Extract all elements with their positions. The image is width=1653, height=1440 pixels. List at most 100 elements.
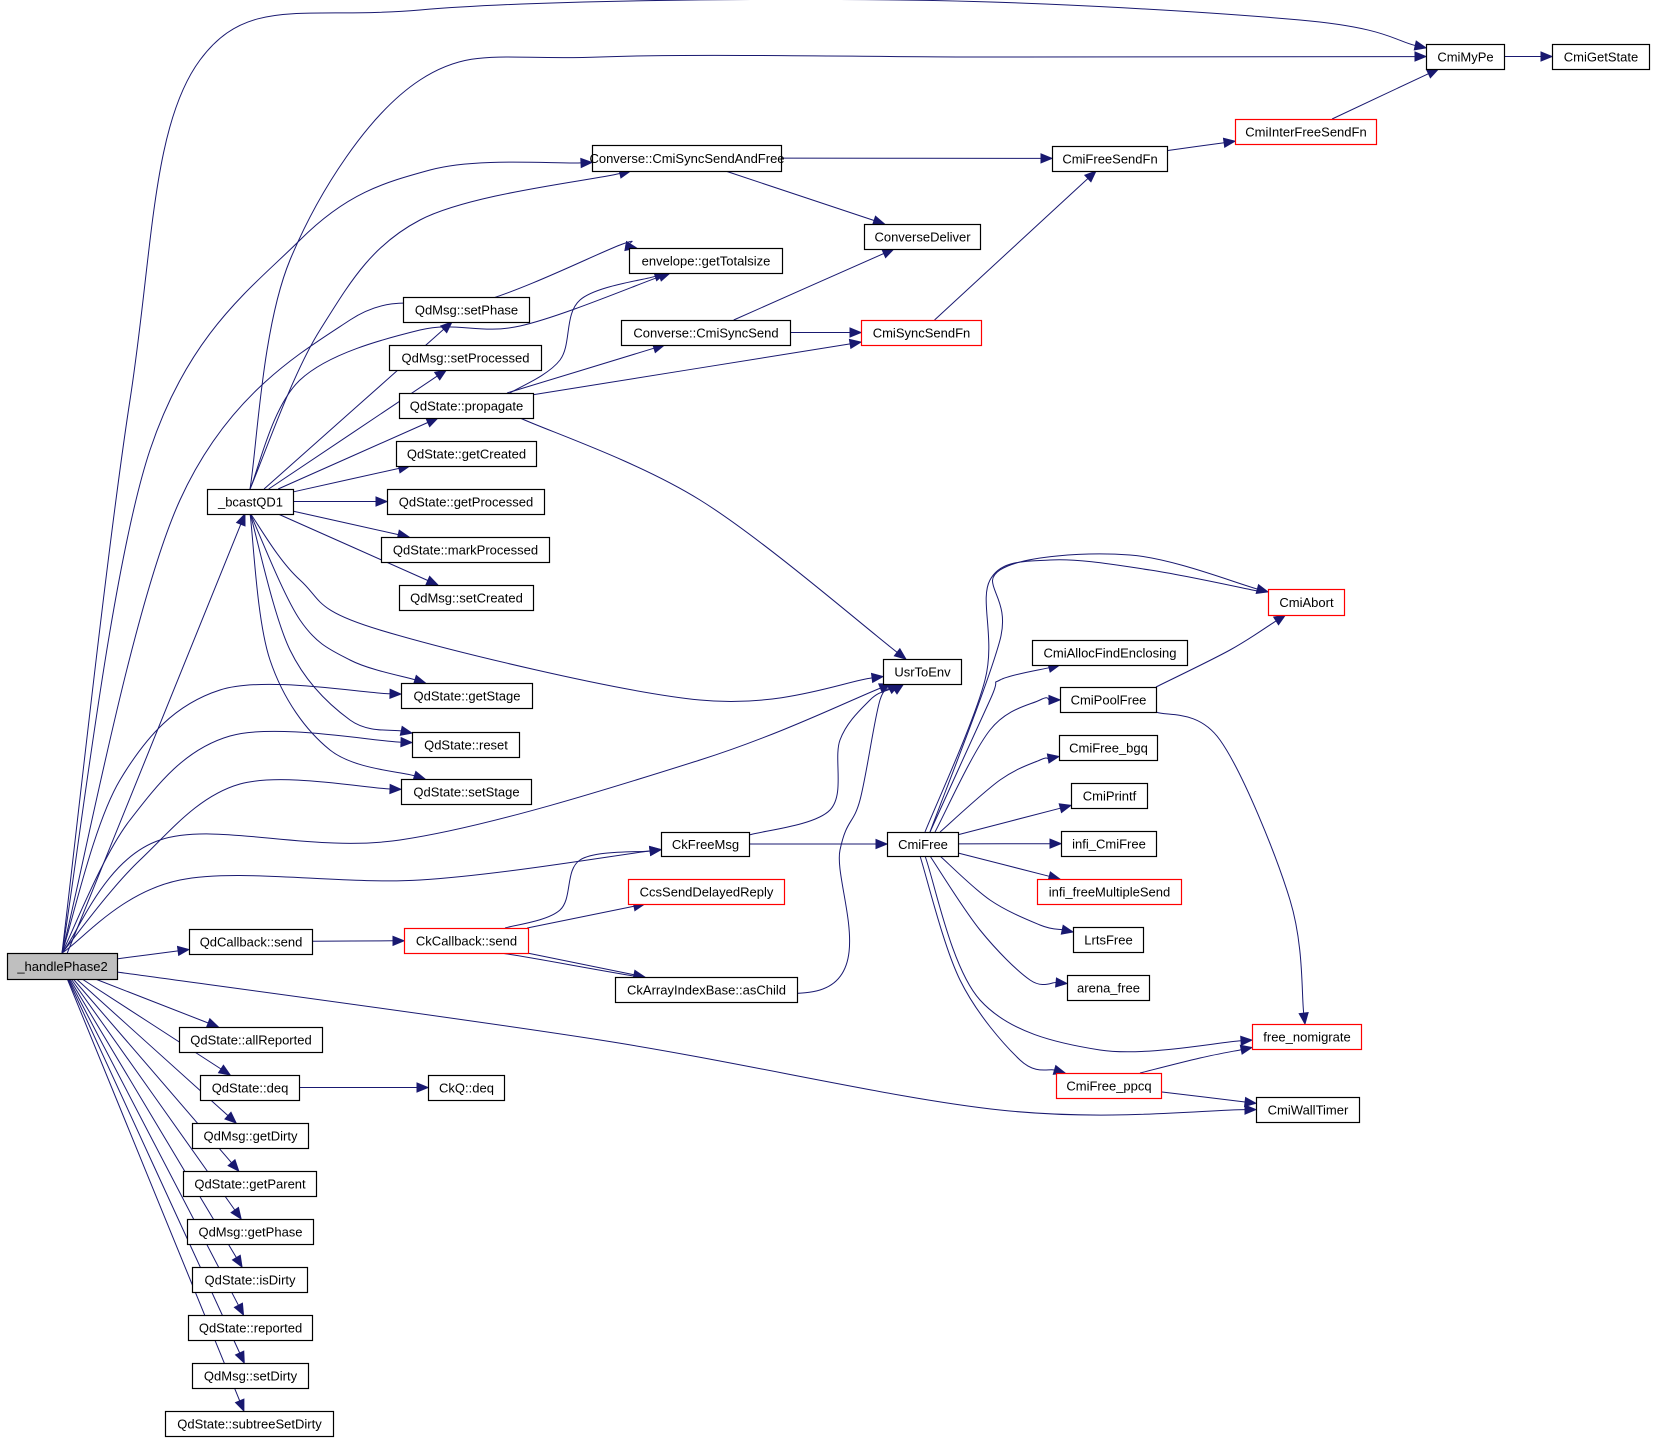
node-box[interactable] <box>402 296 531 324</box>
node-box[interactable] <box>1066 974 1151 1002</box>
node-box[interactable] <box>380 536 551 564</box>
node-box[interactable] <box>178 1026 324 1054</box>
node-box[interactable] <box>6 952 119 981</box>
node-box[interactable] <box>1055 1072 1163 1100</box>
node-box[interactable] <box>660 831 751 858</box>
node-CmiFreeSendFn[interactable]: CmiFreeSendFn <box>1051 145 1169 173</box>
node-QdStateAllReported[interactable]: QdState::allReported <box>178 1026 324 1054</box>
node-box[interactable] <box>164 1410 335 1438</box>
node-QdStateSubtreeSetDirty[interactable]: QdState::subtreeSetDirty <box>164 1410 335 1438</box>
node-CmiPrintf[interactable]: CmiPrintf <box>1070 782 1149 810</box>
node-box[interactable] <box>1551 43 1651 71</box>
node-CmiFreePpcq[interactable]: CmiFree_ppcq <box>1055 1072 1163 1100</box>
node-QdStateIsDirty[interactable]: QdState::isDirty <box>191 1266 309 1294</box>
node-box[interactable] <box>199 1074 301 1102</box>
node-box[interactable] <box>1070 782 1149 810</box>
node-QdStateDeq[interactable]: QdState::deq <box>199 1074 301 1102</box>
node-QdStateReported[interactable]: QdState::reported <box>187 1314 314 1342</box>
node-CkArrayIndexBaseAsChild[interactable]: CkArrayIndexBase::asChild <box>614 976 799 1004</box>
node-QdMsgSetPhase[interactable]: QdMsg::setPhase <box>402 296 531 324</box>
node-box[interactable] <box>886 831 960 858</box>
node-QdMsgGetDirty[interactable]: QdMsg::getDirty <box>191 1122 310 1150</box>
node-box[interactable] <box>863 223 982 251</box>
node-bcastQD1[interactable]: _bcastQD1 <box>206 488 295 516</box>
node-UsrToEnv[interactable]: UsrToEnv <box>882 658 963 686</box>
node-QdStateGetCreated[interactable]: QdState::getCreated <box>395 440 538 468</box>
node-box[interactable] <box>182 1170 318 1198</box>
node-box[interactable] <box>882 658 963 686</box>
node-CmiFreeBgq[interactable]: CmiFree_bgq <box>1058 734 1159 762</box>
node-box[interactable] <box>1058 734 1159 762</box>
node-QdStateGetStage[interactable]: QdState::getStage <box>400 682 534 710</box>
node-QdMsgSetProcessed[interactable]: QdMsg::setProcessed <box>388 344 543 372</box>
node-CmiWallTimer[interactable]: CmiWallTimer <box>1255 1096 1361 1124</box>
node-box[interactable] <box>191 1362 310 1390</box>
node-ConverseDeliver[interactable]: ConverseDeliver <box>863 223 982 251</box>
node-QdStateMarkProcessed[interactable]: QdState::markProcessed <box>380 536 551 564</box>
node-CmiAbort[interactable]: CmiAbort <box>1267 588 1346 617</box>
node-box[interactable] <box>386 488 546 516</box>
node-CmiFree[interactable]: CmiFree <box>886 831 960 858</box>
node-box[interactable] <box>403 927 530 955</box>
node-box[interactable] <box>395 440 538 468</box>
node-CkQDeq[interactable]: CkQ::deq <box>427 1074 506 1102</box>
node-box[interactable] <box>188 928 314 956</box>
node-envelopeGetTotalsize[interactable]: envelope::getTotalsize <box>628 247 784 275</box>
node-box[interactable] <box>1031 639 1189 667</box>
node-infiCmiFree[interactable]: infi_CmiFree <box>1060 830 1158 858</box>
node-QdStatePropagate[interactable]: QdState::propagate <box>398 392 535 420</box>
node-box[interactable] <box>1425 43 1506 71</box>
node-QdMsgSetDirty[interactable]: QdMsg::setDirty <box>191 1362 310 1390</box>
node-ConverseCmiSyncSend[interactable]: Converse::CmiSyncSend <box>620 319 792 347</box>
node-box[interactable] <box>1255 1096 1361 1124</box>
node-QdStateSetStage[interactable]: QdState::setStage <box>400 778 533 806</box>
node-QdMsgGetPhase[interactable]: QdMsg::getPhase <box>186 1218 315 1246</box>
node-box[interactable] <box>628 247 784 275</box>
node-box[interactable] <box>620 319 792 347</box>
node-box[interactable] <box>186 1218 315 1246</box>
node-CmiAllocFindEnclosing[interactable]: CmiAllocFindEnclosing <box>1031 639 1189 667</box>
node-arenaFree[interactable]: arena_free <box>1066 974 1151 1002</box>
node-CmiPoolFree[interactable]: CmiPoolFree <box>1059 686 1158 714</box>
node-QdStateGetProcessed[interactable]: QdState::getProcessed <box>386 488 546 516</box>
node-box[interactable] <box>187 1314 314 1342</box>
node-box[interactable] <box>1059 686 1158 714</box>
node-CmiGetState[interactable]: CmiGetState <box>1551 43 1651 71</box>
node-infiFreeMultipleSend[interactable]: infi_freeMultipleSend <box>1036 878 1183 906</box>
node-box[interactable] <box>1234 118 1378 146</box>
node-box[interactable] <box>388 344 543 372</box>
node-box[interactable] <box>398 584 535 612</box>
node-box[interactable] <box>411 731 521 759</box>
node-box[interactable] <box>206 488 295 516</box>
node-QdStateGetParent[interactable]: QdState::getParent <box>182 1170 318 1198</box>
node-ConverseCmiSyncSendAndFree[interactable]: Converse::CmiSyncSendAndFree <box>589 144 785 173</box>
node-QdMsgSetCreated[interactable]: QdMsg::setCreated <box>398 584 535 612</box>
node-box[interactable] <box>398 392 535 420</box>
node-freeNomigrate[interactable]: free_nomigrate <box>1251 1023 1363 1051</box>
node-QdStateReset[interactable]: QdState::reset <box>411 731 521 759</box>
node-box[interactable] <box>1051 145 1169 173</box>
node-box[interactable] <box>860 319 983 347</box>
node-CmiMyPe[interactable]: CmiMyPe <box>1425 43 1506 71</box>
node-QdCallbackSend[interactable]: QdCallback::send <box>188 928 314 956</box>
node-CmiSyncSendFn[interactable]: CmiSyncSendFn <box>860 319 983 347</box>
node-box[interactable] <box>627 878 786 906</box>
node-box[interactable] <box>427 1074 506 1102</box>
node-box[interactable] <box>1060 830 1158 858</box>
node-LrtsFree[interactable]: LrtsFree <box>1072 926 1145 954</box>
node-box[interactable] <box>1267 588 1346 617</box>
node-box[interactable] <box>1036 878 1183 906</box>
node-box[interactable] <box>614 976 799 1004</box>
node-box[interactable] <box>400 682 534 710</box>
node-box[interactable] <box>400 778 533 806</box>
node-box[interactable] <box>1072 926 1145 954</box>
node-box[interactable] <box>1251 1023 1363 1051</box>
node-CkCallbackSend[interactable]: CkCallback::send <box>403 927 530 955</box>
node-CkFreeMsg[interactable]: CkFreeMsg <box>660 831 751 858</box>
node-box[interactable] <box>591 144 783 173</box>
node-CcsSendDelayedReply[interactable]: CcsSendDelayedReply <box>627 878 786 906</box>
node-handlePhase2[interactable]: _handlePhase2 <box>6 952 119 981</box>
node-box[interactable] <box>191 1266 309 1294</box>
node-box[interactable] <box>191 1122 310 1150</box>
node-CmiInterFreeSendFn[interactable]: CmiInterFreeSendFn <box>1234 118 1378 146</box>
